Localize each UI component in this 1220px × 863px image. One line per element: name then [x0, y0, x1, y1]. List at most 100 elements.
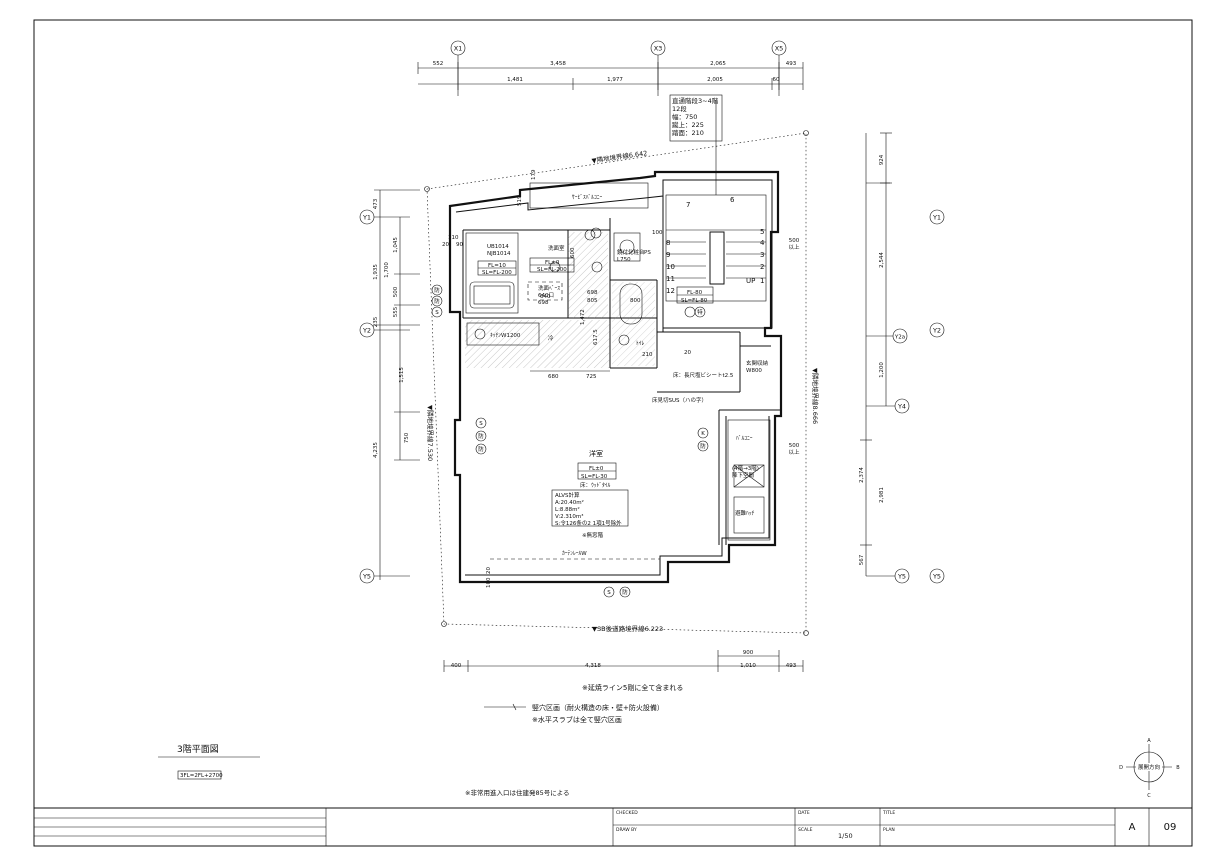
right-dimensions: 924 2,544 1,200 2,374 2,981 567 500 以上 5… [788, 132, 892, 576]
svg-text:2,544: 2,544 [879, 252, 885, 268]
drawing-title: 3階平面図 [177, 744, 219, 755]
building-walls [448, 170, 783, 584]
svg-text:552: 552 [433, 61, 444, 67]
svg-text:567: 567 [859, 554, 865, 565]
svg-text:3: 3 [760, 251, 764, 259]
svg-text:S: S [435, 310, 439, 316]
left-dimensions: 473 1,935 235 4,235 1,045 1,700 500 555 … [373, 189, 420, 580]
svg-text:A:20.40m²: A:20.40m² [555, 499, 584, 506]
grid-label-left-y5: Y5 [362, 573, 371, 581]
svg-text:防: 防 [434, 286, 440, 294]
scale-value: 1/50 [838, 832, 853, 840]
svg-text:D: D [1119, 765, 1123, 771]
svg-text:UP: UP [746, 277, 755, 285]
svg-text:ｶｰﾃﾝﾚｰﾙW: ｶｰﾃﾝﾚｰﾙW [562, 550, 587, 557]
svg-text:3,458: 3,458 [550, 61, 566, 67]
svg-text:以上: 以上 [788, 448, 800, 456]
grid-bubble-x1 [450, 40, 466, 56]
svg-text:1,472: 1,472 [580, 309, 586, 325]
svg-text:12: 12 [666, 287, 675, 295]
grid-label-left-y1: Y1 [362, 214, 371, 222]
svg-text:洗面室: 洗面室 [548, 244, 565, 252]
svg-text:473: 473 [373, 198, 379, 209]
svg-text:SL=FL-200: SL=FL-200 [482, 270, 512, 276]
svg-text:(4階→3階)降下空間: (4階→3階)降下空間 [732, 464, 759, 479]
svg-text:400: 400 [451, 663, 462, 669]
grid-label-right-y5b: Y5 [932, 573, 941, 581]
grid-label-right-y2a: Y2a [894, 335, 905, 341]
svg-text:DATE: DATE [798, 810, 810, 816]
balcony-top-label: ｻｰﾋﾞｽﾊﾞﾙｺﾆｰ [572, 194, 603, 201]
svg-text:640: 640 [540, 294, 551, 300]
svg-text:12段: 12段 [672, 104, 687, 113]
svg-text:洋室: 洋室 [589, 449, 603, 458]
svg-text:805: 805 [587, 298, 598, 304]
svg-text:4,235: 4,235 [373, 442, 379, 458]
svg-text:避難ﾊｯﾁ: 避難ﾊｯﾁ [735, 509, 755, 517]
svg-text:900: 900 [743, 650, 754, 656]
svg-text:698: 698 [587, 290, 598, 296]
svg-text:PS: PS [644, 250, 651, 256]
boundary-east: ▼隣地境界線8.666 [811, 368, 820, 424]
svg-text:7: 7 [686, 201, 690, 209]
grid-label-right-y4: Y4 [897, 403, 906, 411]
svg-text:519: 519 [517, 195, 523, 206]
svg-text:20: 20 [486, 567, 492, 574]
svg-text:防: 防 [478, 432, 484, 440]
boundary-north: ▼隣地境界線6.642 [591, 148, 648, 165]
grid-label-right-y5a: Y5 [897, 573, 906, 581]
svg-text:SCALE: SCALE [798, 827, 813, 833]
svg-text:C: C [1147, 793, 1151, 799]
svg-text:2,981: 2,981 [879, 487, 885, 503]
svg-text:1,935: 1,935 [373, 264, 379, 280]
svg-text:210: 210 [642, 352, 653, 358]
svg-text:100: 100 [652, 230, 663, 236]
svg-text:以上: 以上 [788, 243, 800, 251]
svg-text:20: 20 [442, 242, 449, 248]
svg-text:6: 6 [730, 196, 735, 204]
svg-text:235: 235 [373, 316, 379, 327]
svg-text:※無窓階: ※無窓階 [582, 531, 604, 539]
svg-text:防: 防 [700, 442, 706, 450]
svg-text:20: 20 [684, 350, 691, 356]
svg-text:ｷｯﾁﾝW1200: ｷｯﾁﾝW1200 [490, 332, 521, 339]
grid-axes: X1 X3 X5 Y1 Y2 Y5 Y1 Y2a Y2 Y4 Y5 Y5 [359, 40, 945, 584]
svg-text:60: 60 [773, 77, 780, 83]
svg-text:90: 90 [456, 242, 463, 248]
svg-text:600: 600 [570, 247, 576, 258]
svg-text:8: 8 [666, 239, 670, 247]
svg-text:K: K [701, 431, 705, 437]
svg-text:4,318: 4,318 [585, 663, 601, 669]
level-note: 3FL=2FL+2700 [180, 773, 223, 779]
svg-text:特: 特 [697, 308, 703, 316]
grid-bubble-x3 [650, 40, 666, 56]
svg-text:防: 防 [434, 297, 440, 305]
svg-text:展開方向: 展開方向 [1138, 763, 1160, 771]
note-legend: 竪穴区画（耐火構造の床・壁+防火設備） [532, 703, 664, 712]
svg-text:110: 110 [448, 235, 459, 241]
safety-symbols: 防 防 S S 防 防 K 防 S 防 特 [431, 227, 709, 598]
svg-text:S: S [607, 590, 611, 596]
svg-text:500: 500 [393, 286, 399, 297]
svg-text:1,481: 1,481 [507, 77, 523, 83]
svg-text:500: 500 [789, 238, 800, 244]
svg-text:防: 防 [478, 445, 484, 453]
sheet-number: 09 [1164, 822, 1177, 833]
svg-text:1,200: 1,200 [879, 362, 885, 378]
svg-text:1,977: 1,977 [607, 77, 623, 83]
svg-text:800: 800 [630, 298, 641, 304]
svg-text:924: 924 [879, 154, 885, 165]
svg-text:2: 2 [760, 263, 764, 271]
western-room: 洋室 FL±0 SL=FL-30 床：ｳｯﾄﾞﾀｲﾙ ALVS計算 A:20.4… [490, 449, 660, 576]
balcony-right-label: ﾊﾞﾙｺﾆｰ [736, 435, 753, 442]
svg-text:1,010: 1,010 [740, 663, 756, 669]
svg-text:5: 5 [760, 228, 764, 236]
svg-text:9: 9 [666, 251, 670, 259]
